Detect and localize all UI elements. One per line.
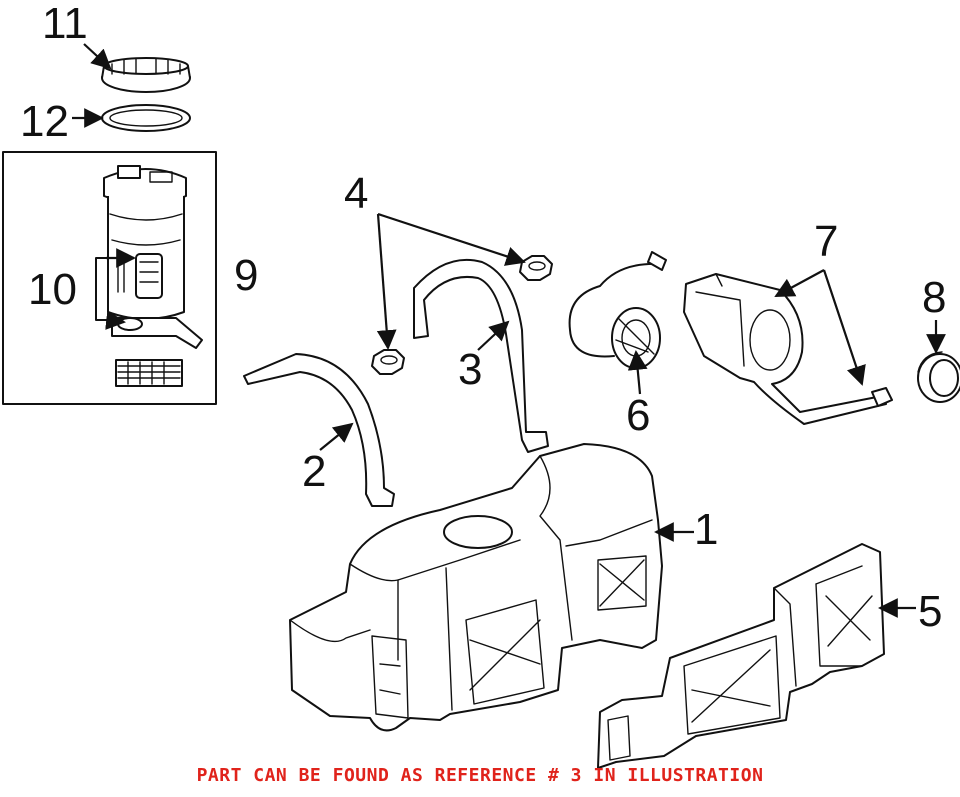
callout-6: 6 bbox=[626, 391, 650, 440]
callout-1: 1 bbox=[694, 505, 718, 554]
callout-7: 7 bbox=[814, 217, 838, 266]
leader-arrows bbox=[72, 43, 946, 618]
fuel-tank-part bbox=[289, 443, 663, 732]
callout-9: 9 bbox=[234, 251, 258, 300]
callout-2: 2 bbox=[302, 447, 326, 496]
filler-ring-part bbox=[917, 351, 960, 403]
nut-part bbox=[371, 255, 553, 375]
seal-part bbox=[101, 104, 191, 132]
fuel-pump-module-box bbox=[2, 151, 217, 405]
fuel-sending-unit-part bbox=[568, 251, 667, 369]
callout-10: 10 bbox=[28, 265, 77, 314]
callout-5: 5 bbox=[918, 587, 942, 636]
callout-4: 4 bbox=[344, 169, 368, 218]
fuel-filler-neck-part bbox=[683, 273, 893, 425]
callout-11: 11 bbox=[42, 0, 88, 48]
callout-8: 8 bbox=[922, 273, 946, 322]
callout-3: 3 bbox=[458, 345, 482, 394]
reference-note: PART CAN BE FOUND AS REFERENCE # 3 IN IL… bbox=[196, 765, 764, 786]
callout-12: 12 bbox=[20, 97, 69, 146]
fuel-tank-strap-part bbox=[413, 258, 549, 453]
fuel-tank-strap-part bbox=[243, 353, 395, 507]
lock-ring-part bbox=[101, 57, 191, 93]
skid-plate-part bbox=[597, 543, 885, 769]
